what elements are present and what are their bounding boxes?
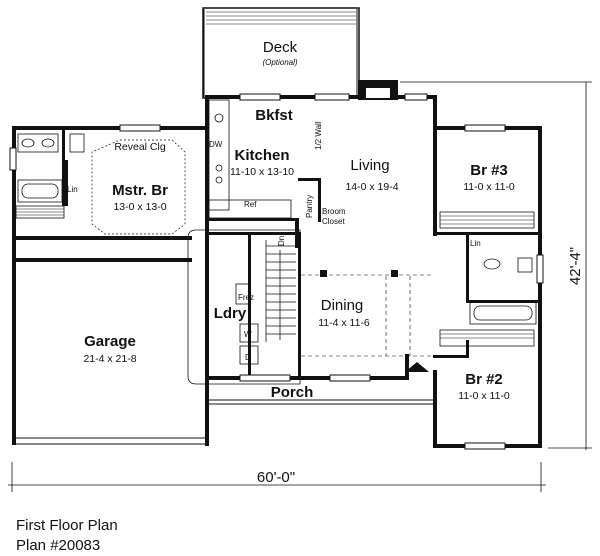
laundry-appliances [235, 283, 259, 365]
master-bedroom-size: 13-0 x 13-0 [113, 201, 166, 213]
entry-stoop [405, 362, 429, 372]
half-wall-label: 1/2 Wall [314, 121, 323, 150]
dining-label: Dining [321, 297, 364, 314]
plan-caption-number: Plan #20083 [16, 537, 100, 554]
pantry-label: Pantry [305, 195, 314, 218]
bkfst-label: Bkfst [255, 107, 293, 124]
master-bath-fixtures [17, 133, 85, 203]
bedroom-bath-fixtures [439, 211, 537, 347]
master-closet-hatch [15, 205, 65, 219]
freezer-label: Frez [238, 293, 254, 302]
porch-rail [209, 399, 433, 405]
bath-linen-label: Lin [470, 239, 481, 248]
broom-label: Broom [322, 207, 346, 216]
dining-size: 11-4 x 11-6 [318, 317, 370, 329]
plan-caption-title: First Floor Plan [16, 517, 118, 534]
kitchen-counters [208, 99, 292, 219]
dishwasher-label: DW [209, 140, 223, 149]
interior-walls [65, 160, 541, 378]
overall-depth-label: 42'-4" [567, 247, 584, 285]
bedroom-3-size: 11-0 x 11-0 [463, 181, 515, 193]
refrigerator-label: Ref [244, 200, 257, 209]
stairs [265, 240, 296, 342]
living-label: Living [350, 157, 389, 174]
dryer-label: D [245, 353, 251, 362]
windows [9, 93, 544, 450]
ceiling-outlines [91, 139, 432, 385]
bedroom-3-label: Br #3 [470, 162, 508, 179]
porch-label: Porch [271, 384, 314, 401]
overall-width-label: 60'-0" [257, 469, 295, 486]
laundry-label: Ldry [214, 305, 247, 322]
living-size: 14-0 x 19-4 [345, 181, 398, 193]
washer-label: W [244, 330, 252, 339]
kitchen-size: 11-10 x 13-10 [230, 166, 294, 178]
reveal-ceiling-label: Reveal Clg [114, 141, 166, 153]
exterior-walls [12, 80, 542, 448]
closet-label: Closet [322, 217, 345, 226]
deck-note: (Optional) [262, 58, 297, 67]
bedroom-2-size: 11-0 x 11-0 [458, 390, 510, 402]
stair-direction-label: Dn [277, 236, 286, 246]
garage-size: 21-4 x 21-8 [83, 353, 136, 365]
dimension-lines [8, 81, 592, 492]
garage-label: Garage [84, 333, 136, 350]
kitchen-label: Kitchen [234, 147, 289, 164]
master-bedroom-label: Mstr. Br [112, 182, 168, 199]
deck-label: Deck [263, 39, 298, 56]
bedroom-2-label: Br #2 [465, 371, 503, 388]
master-linen-label: Lin [67, 185, 78, 194]
